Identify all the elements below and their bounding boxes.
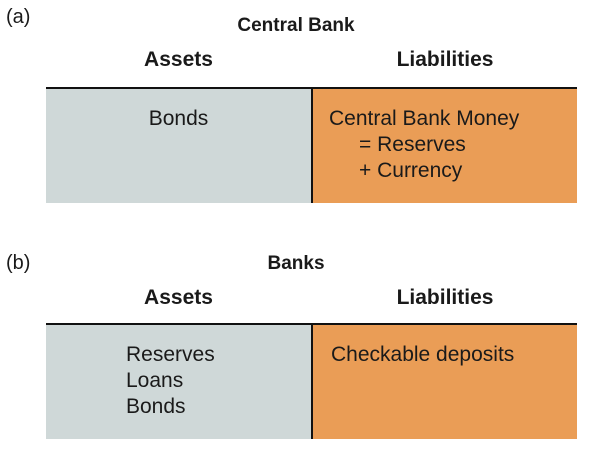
panel-a-label: (a) [6, 6, 31, 28]
panel-b-asset-item: Loans [126, 369, 184, 392]
panel-b-title: Banks [267, 253, 325, 274]
panel-a-assets-box: Bonds [46, 89, 311, 203]
panel-a-t-account: Bonds Central Bank Money = Reserves + Cu… [46, 87, 577, 203]
panel-a-liabilities-box: Central Bank Money = Reserves + Currency [313, 89, 577, 203]
panel-b-liabilities-header: Liabilities [396, 286, 494, 309]
panel-a-divider [311, 89, 313, 203]
panel-b-assets-header: Assets [144, 286, 213, 309]
panel-b-asset-item: Bonds [126, 395, 186, 418]
panel-a-title: Central Bank [237, 15, 355, 36]
panel-b-asset-item: Reserves [126, 343, 215, 366]
panel-b-label: (b) [6, 252, 31, 274]
panel-b-assets-box: Reserves Loans Bonds [46, 325, 311, 439]
panel-a-liability-item: = Reserves [359, 133, 466, 156]
panel-b-liability-item: Checkable deposits [331, 343, 515, 366]
panel-b-liabilities-box: Checkable deposits [313, 325, 577, 439]
panel-b-t-account: Reserves Loans Bonds Checkable deposits [46, 323, 577, 439]
panel-a-liability-item: Central Bank Money [329, 107, 520, 130]
panel-a-assets-header: Assets [144, 48, 213, 71]
panel-b-divider [311, 325, 313, 439]
panel-a-liability-item: + Currency [359, 159, 463, 182]
panel-a-asset-item: Bonds [148, 107, 209, 130]
panel-a-liabilities-header: Liabilities [396, 48, 494, 71]
